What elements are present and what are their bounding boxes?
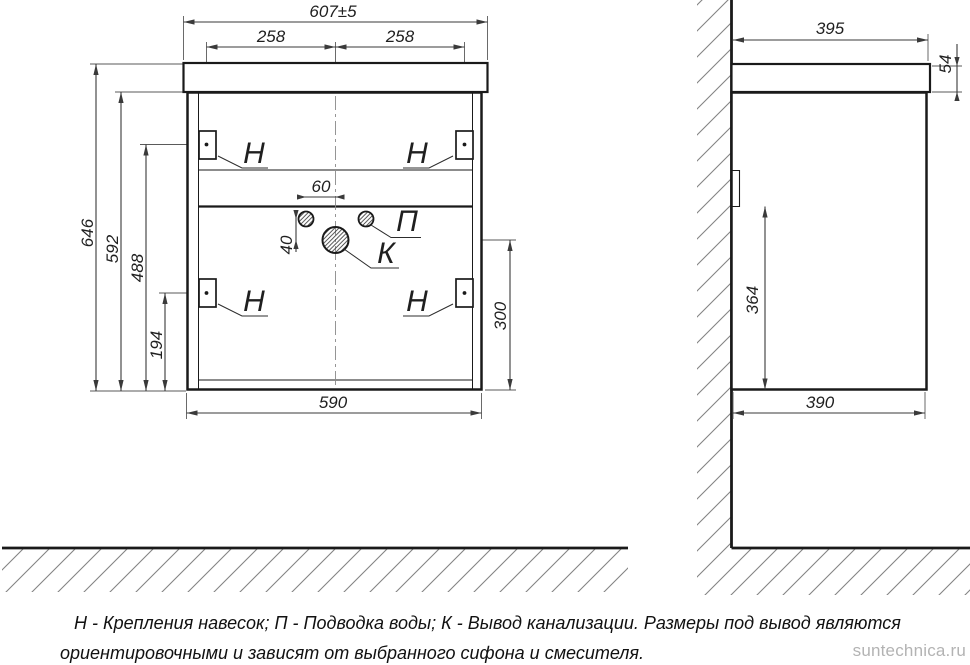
bracket-label-bottom-right: Н <box>406 285 428 318</box>
front-view-dimensions <box>93 19 513 416</box>
side-view-cabinet <box>730 34 962 419</box>
dim-body-height: 592 <box>103 234 122 263</box>
side-countertop <box>730 62 932 94</box>
dim-bracket-offset-left: 258 <box>256 27 286 46</box>
hanger-brackets <box>198 130 474 308</box>
dim-body-width: 590 <box>319 393 348 412</box>
water-hole-left <box>297 210 315 228</box>
dim-total-height: 646 <box>78 218 97 247</box>
side-view-dimensions <box>733 37 960 416</box>
dim-top-bracket-height: 488 <box>128 253 147 282</box>
legend-note-line1: Н - Крепления навесок; П - Подводка воды… <box>74 613 901 633</box>
dim-bottom-depth: 390 <box>806 393 835 412</box>
wall-rail-profile <box>731 169 741 208</box>
dim-top-thickness: 54 <box>936 55 955 74</box>
front-view-cabinet <box>90 16 516 419</box>
dim-top-depth: 395 <box>816 19 845 38</box>
legend-note: Н - Крепления навесок; П - Подводка воды… <box>60 609 940 665</box>
dim-drain-hole-offset: 40 <box>277 235 296 254</box>
drain-label: К <box>377 237 397 270</box>
dimension-texts: 607±5 258 258 646 592 488 194 60 40 300 … <box>78 2 955 412</box>
watermark: suntechnica.ru <box>852 641 966 660</box>
water-hole-right <box>357 210 375 228</box>
dim-rail-to-bottom: 364 <box>743 286 762 314</box>
side-body <box>730 91 928 391</box>
legend-note-line2: ориентировочными и зависят от выбранного… <box>60 642 645 663</box>
leader-lines-front <box>217 155 454 317</box>
bracket-label-top-right: Н <box>406 137 428 170</box>
dim-water-hole-spacing: 60 <box>312 177 331 196</box>
front-countertop <box>182 61 489 94</box>
callout-labels: Н Н Н Н П К <box>243 137 428 318</box>
drain-hole <box>321 226 350 254</box>
floor-left <box>2 546 628 592</box>
water-supply-label: П <box>396 205 418 238</box>
bracket-label-top-left: Н <box>243 137 265 170</box>
dim-bottom-bracket-height: 194 <box>147 331 166 359</box>
dim-bracket-offset-right: 258 <box>385 27 415 46</box>
dim-overall-width: 607±5 <box>309 2 357 21</box>
bracket-label-bottom-left: Н <box>243 285 265 318</box>
dim-drain-height: 300 <box>491 301 510 330</box>
